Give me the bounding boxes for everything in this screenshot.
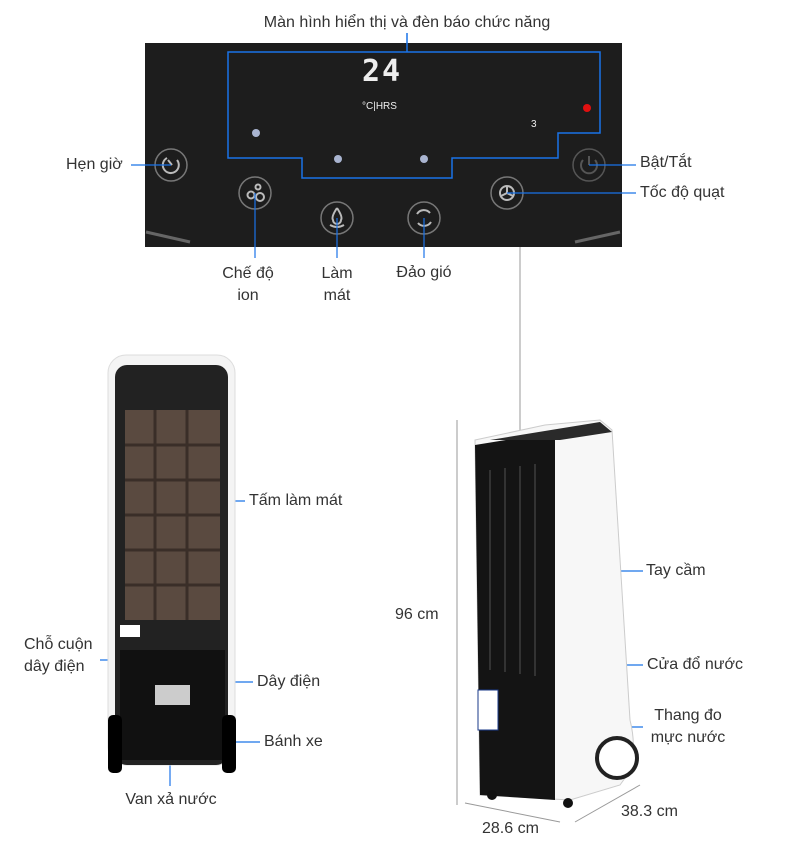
gauge-line1: Thang đo bbox=[654, 707, 722, 724]
dimension-lines bbox=[456, 420, 641, 823]
cord-wrap-line2: dây điện bbox=[24, 658, 85, 675]
control-panel bbox=[145, 43, 622, 247]
power-label: Bật/Tắt bbox=[640, 154, 692, 171]
display-callout-outline bbox=[227, 33, 601, 179]
display-title: Màn hình hiển thị và đèn báo chức năng bbox=[263, 14, 551, 31]
cool-label-line1: Làm bbox=[321, 265, 353, 282]
cool-label: Làm mát bbox=[321, 263, 352, 307]
fan-speed-label: Tốc độ quạt bbox=[640, 184, 725, 201]
ion-label-line1: Chế độ bbox=[222, 265, 274, 282]
front-view-product bbox=[474, 419, 639, 808]
timer-label: Hẹn giờ bbox=[66, 156, 123, 173]
cord-wrap-label: Chỗ cuộn dây điện bbox=[24, 634, 93, 678]
cord-wrap-line1: Chỗ cuộn bbox=[24, 636, 93, 653]
display-unit: °C|HRS bbox=[362, 101, 397, 112]
power-icon bbox=[580, 156, 598, 175]
swing-icon bbox=[416, 209, 432, 227]
cool-label-line2: mát bbox=[323, 287, 351, 304]
height-label: 96 cm bbox=[395, 606, 439, 623]
drain-valve-label: Van xả nước bbox=[125, 791, 217, 808]
panel-edge-decor bbox=[145, 230, 621, 244]
swing-label: Đảo gió bbox=[396, 264, 452, 281]
gauge-line2: mực nước bbox=[650, 729, 726, 746]
ion-label: Chế độ ion bbox=[222, 263, 274, 307]
indicator-led bbox=[252, 129, 260, 137]
indicator-led bbox=[420, 155, 428, 163]
timer-icon bbox=[161, 157, 180, 175]
speed-indicator: 3 bbox=[531, 119, 537, 130]
power-cord-label: Dây điện bbox=[257, 673, 321, 690]
depth-label: 38.3 cm bbox=[621, 803, 678, 820]
handle-label: Tay cầm bbox=[646, 562, 706, 579]
water-gauge-label: Thang đo mực nước bbox=[651, 705, 726, 749]
water-inlet-label: Cửa đổ nước bbox=[647, 656, 743, 673]
display-value: 24 bbox=[362, 54, 403, 89]
power-led bbox=[583, 104, 591, 112]
back-view-product bbox=[107, 354, 236, 773]
wheels-label: Bánh xe bbox=[264, 733, 323, 750]
width-label: 28.6 cm bbox=[482, 820, 539, 837]
indicator-led bbox=[334, 155, 342, 163]
cooling-pad-label: Tấm làm mát bbox=[249, 492, 343, 509]
ion-label-line2: ion bbox=[237, 287, 259, 304]
